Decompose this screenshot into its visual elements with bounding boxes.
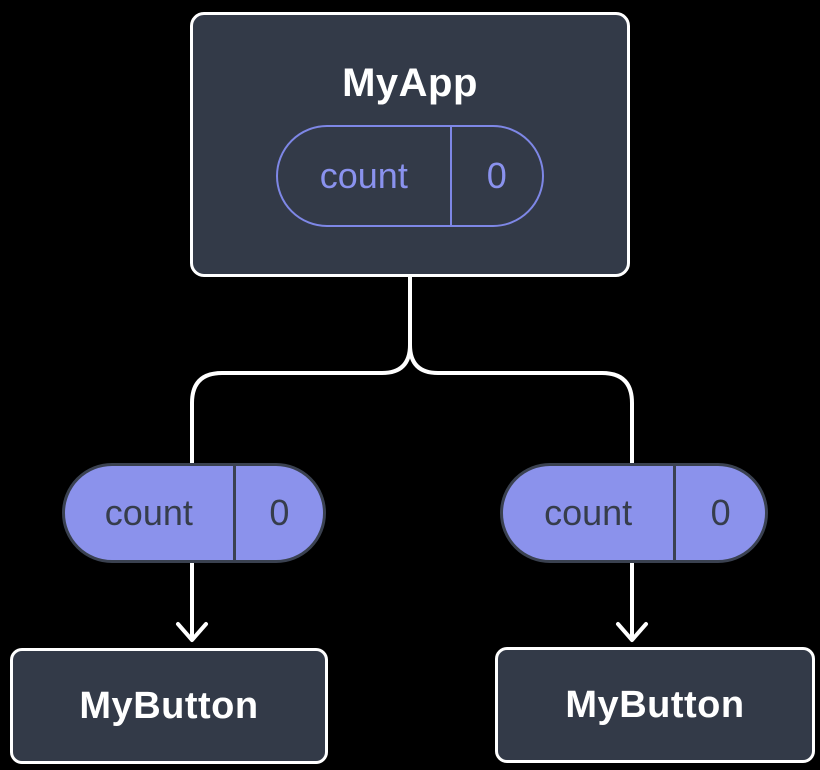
prop-pill-left: count 0 — [62, 463, 326, 563]
mybutton-card-left: MyButton — [10, 648, 328, 764]
prop-name-label: count — [503, 466, 677, 560]
myapp-component-card: MyApp count 0 — [190, 12, 630, 277]
mybutton-card-right: MyButton — [495, 647, 815, 763]
arrow-left-head — [176, 622, 208, 642]
prop-value-label: 0 — [269, 492, 290, 533]
prop-value-label: 0 — [710, 492, 731, 533]
arrow-right-head — [616, 622, 648, 642]
fork-line-right — [408, 275, 634, 472]
prop-name-label: count — [65, 466, 236, 560]
myapp-title: MyApp — [342, 60, 478, 105]
mybutton-title: MyButton — [565, 684, 745, 726]
mybutton-title: MyButton — [79, 685, 259, 727]
myapp-state-pill: count 0 — [276, 124, 544, 227]
prop-pill-right: count 0 — [500, 463, 768, 563]
state-value-label: 0 — [486, 154, 507, 196]
state-name-label: count — [278, 126, 452, 225]
fork-line-left — [190, 275, 412, 472]
